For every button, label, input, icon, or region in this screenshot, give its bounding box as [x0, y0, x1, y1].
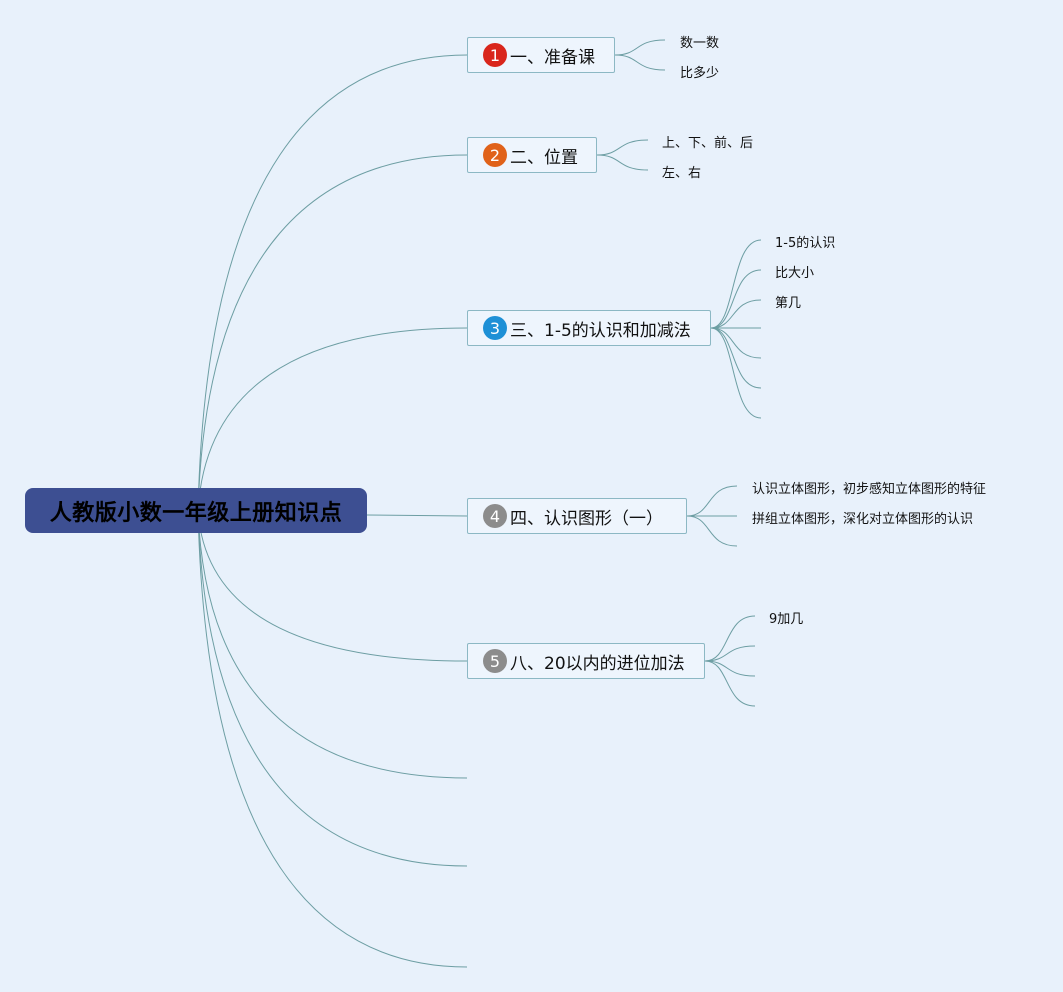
- sub-link: [686, 515, 738, 547]
- root-link-8: [197, 510, 468, 968]
- subtopic-label[interactable]: 上、下、前、后: [662, 136, 754, 151]
- sub-link: [686, 485, 738, 517]
- subtopic-label[interactable]: 拼组立体图形，深化对立体图形的认识: [752, 512, 974, 527]
- subtopic-label[interactable]: 左、右: [662, 166, 702, 181]
- root-link-2: [197, 154, 468, 512]
- topic-label: 一、准备课: [510, 47, 595, 68]
- sub-link: [704, 660, 756, 707]
- topic-node-5[interactable]: 5 八、20以内的进位加法: [467, 643, 705, 679]
- sub-link: [710, 269, 762, 329]
- sub-link: [614, 54, 666, 71]
- topic-label: 四、认识图形（一）: [510, 508, 663, 529]
- number-badge-icon: 5: [483, 649, 507, 673]
- sub-link: [596, 154, 649, 171]
- topic-node-2[interactable]: 2 二、位置: [467, 137, 597, 173]
- subtopic-label[interactable]: 第几: [775, 296, 802, 311]
- number-badge-icon: 4: [483, 504, 507, 528]
- subtopic-label[interactable]: 比大小: [775, 266, 815, 281]
- sub-link: [710, 327, 762, 389]
- root-link-7: [197, 510, 468, 867]
- topic-node-4[interactable]: 4 四、认识图形（一）: [467, 498, 687, 534]
- root-node[interactable]: 人教版小数一年级上册知识点: [25, 488, 367, 533]
- root-link-1: [197, 54, 468, 512]
- root-label: 人教版小数一年级上册知识点: [49, 500, 343, 526]
- topic-node-1[interactable]: 1 一、准备课: [467, 37, 615, 73]
- sub-link: [704, 645, 756, 662]
- sub-link: [710, 299, 762, 329]
- sub-link: [596, 139, 649, 156]
- topic-node-3[interactable]: 3 三、1-5的认识和加减法: [467, 310, 711, 346]
- subtopic-label[interactable]: 认识立体图形，初步感知立体图形的特征: [752, 482, 987, 497]
- sub-link: [710, 327, 762, 359]
- sub-link: [704, 615, 756, 662]
- subtopic-label[interactable]: 比多少: [680, 66, 720, 81]
- sub-link: [614, 39, 666, 56]
- number-badge-icon: 3: [483, 316, 507, 340]
- sub-link: [704, 660, 756, 677]
- subtopic-label[interactable]: 9加几: [769, 612, 804, 627]
- sub-link: [710, 327, 762, 419]
- number-badge-icon: 2: [483, 143, 507, 167]
- topic-label: 八、20以内的进位加法: [510, 653, 685, 674]
- number-badge-icon: 1: [483, 43, 507, 67]
- sub-link: [710, 239, 762, 329]
- subtopic-label[interactable]: 数一数: [680, 36, 720, 51]
- root-link-5: [197, 510, 468, 662]
- topic-label: 二、位置: [510, 147, 578, 168]
- topic-label: 三、1-5的认识和加减法: [510, 320, 691, 341]
- root-link-3: [197, 327, 468, 512]
- root-link-6: [197, 510, 468, 779]
- root-link-4: [366, 514, 468, 517]
- subtopic-label[interactable]: 1-5的认识: [775, 236, 836, 251]
